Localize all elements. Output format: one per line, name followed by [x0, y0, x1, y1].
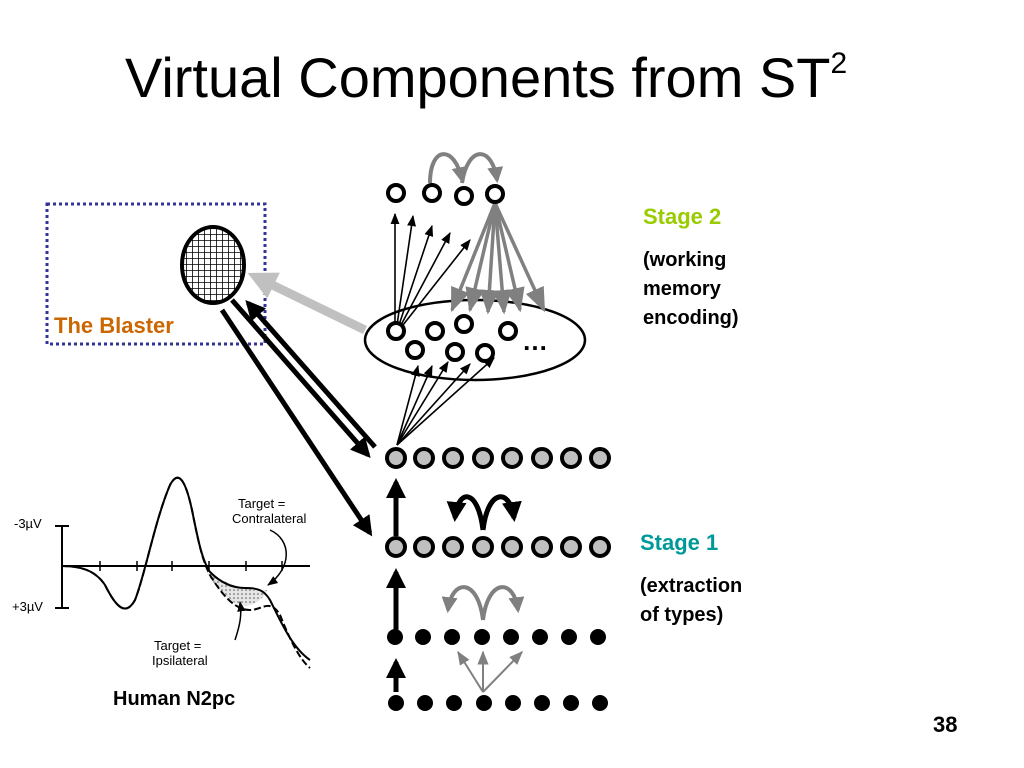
n2pc-caption: Human N2pc — [113, 688, 236, 710]
filled-row-input — [388, 695, 608, 711]
erp-ipsi-line1: Target = — [154, 638, 202, 653]
feedback-arrow — [247, 272, 367, 335]
input-gray-fan — [457, 650, 523, 693]
erp-plot — [55, 476, 311, 669]
filled-lateral-arrow-right — [481, 585, 525, 621]
stage1-description: (extraction of types) — [640, 572, 742, 630]
wm-nodes — [386, 314, 518, 363]
stage2-nodes — [386, 183, 505, 206]
stage2-recurrent-arrow-right — [460, 152, 504, 184]
blaster-label: The Blaster — [54, 313, 174, 338]
blaster-to-stage1-mid-arrow — [219, 308, 373, 537]
stage1-row-bottom — [385, 536, 611, 558]
slide-title: Virtual Components from ST2 — [125, 47, 848, 106]
erp-contra-line1: Target = — [238, 496, 286, 511]
blaster-node-icon — [180, 225, 246, 305]
stage1-to-blaster-arrow — [245, 300, 377, 449]
erp-ipsilateral-label: Target = Ipsilateral — [152, 638, 208, 668]
slide-title-superscript: 2 — [830, 47, 848, 81]
wm-to-stage2-black-fan — [390, 212, 471, 326]
stage1-lateral-arrow-right — [480, 494, 522, 531]
stage2-description: (working memory encoding) — [643, 246, 739, 333]
stage1-heading: Stage 1 — [640, 530, 719, 555]
stage2-desc-line2: memory — [643, 278, 721, 300]
wm-ellipsis: … — [522, 326, 548, 356]
stage2-desc-line1: (working — [643, 249, 727, 271]
stage1-lateral-arrow-left — [446, 494, 486, 531]
stage1-desc-line2: of types) — [640, 604, 724, 626]
blaster-to-stage1-top-arrow — [230, 298, 371, 459]
stage2-to-wm-gray-fan — [450, 202, 546, 315]
stage1-row-top — [385, 447, 611, 469]
slide-title-text: Virtual Components from ST — [125, 46, 831, 109]
stage2-desc-line3: encoding) — [643, 307, 739, 329]
erp-pos-voltage-label: +3µV — [12, 599, 43, 614]
filled-row-upper — [387, 629, 606, 645]
stage2-recurrent-arrow-left — [428, 152, 468, 184]
erp-contralateral-label: Target = Contralateral — [232, 496, 306, 526]
stage1-to-wm-black-fan — [396, 357, 495, 446]
stage1-desc-line1: (extraction — [640, 575, 743, 597]
erp-neg-voltage-label: -3µV — [14, 516, 42, 531]
page-number: 38 — [933, 712, 958, 737]
erp-contra-line2: Contralateral — [232, 511, 307, 526]
erp-ipsi-line2: Ipsilateral — [152, 653, 208, 668]
stage2-heading: Stage 2 — [643, 204, 722, 229]
erp-ipsilateral-wave — [61, 476, 311, 661]
filled-lateral-arrow-left — [441, 585, 485, 621]
